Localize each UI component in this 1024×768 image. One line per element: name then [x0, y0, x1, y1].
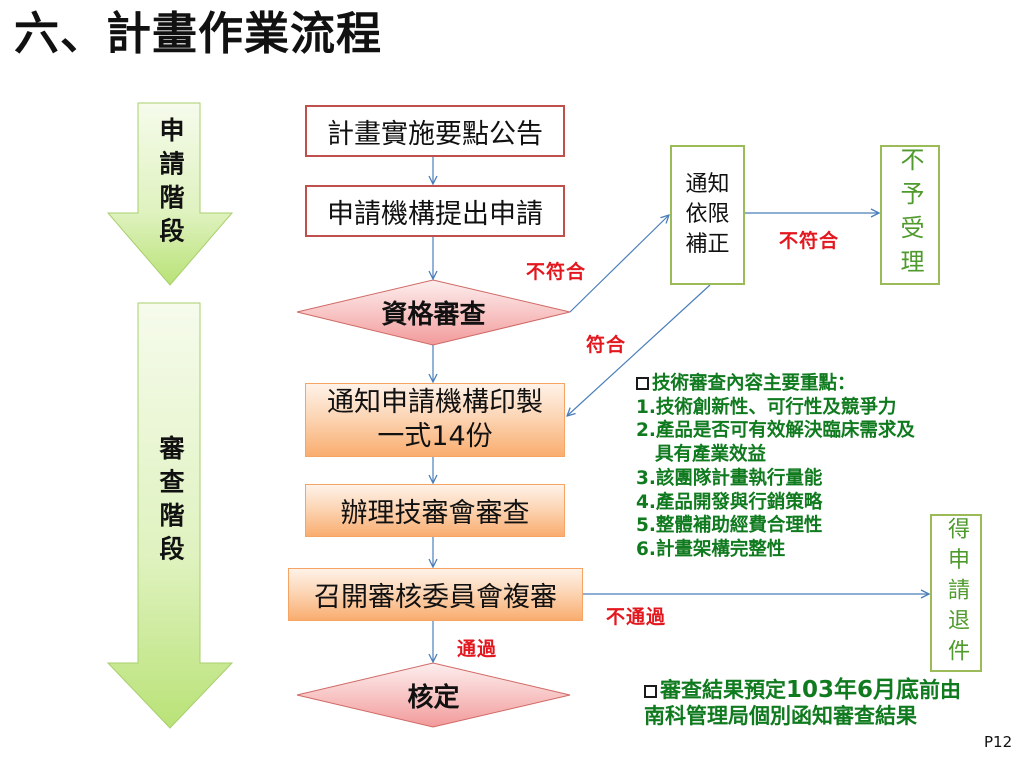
review-point-item-continuation: 具有產業效益 — [655, 444, 767, 466]
result-note-prefix: 審查結果預定 — [660, 678, 786, 702]
step-tech-review-label: 辦理技審會審查 — [340, 498, 530, 529]
approval-label: 核定 — [407, 682, 460, 713]
step-committee-review: 召開審核委員會複審 — [288, 568, 583, 621]
review-points-heading: 技術審查內容主要重點： — [652, 373, 856, 394]
review-point-item: 3.該團隊計畫執行量能 — [636, 467, 823, 489]
result-note: 審查結果預定103年6月底前由 南科管理局個別函知審查結果 — [644, 677, 961, 729]
page-title: 六、計畫作業流程 — [14, 7, 383, 60]
review-point-item: 5.整體補助經費合理性 — [636, 515, 823, 537]
square-bullet-icon — [636, 377, 649, 390]
square-bullet-icon — [644, 685, 657, 698]
review-point-item: 4.產品開發與行銷策略 — [636, 491, 823, 513]
phase-label-apply: 申請階段 — [156, 117, 185, 251]
page-number: P12 — [984, 733, 1013, 751]
result-note-date: 103年6月底 — [786, 677, 920, 703]
result-note-line-2: 南科管理局個別函知審查結果 — [644, 704, 917, 728]
step-announce-label: 計畫實施要點公告 — [327, 118, 543, 150]
notify-supplement-box: 通知 依限 補正 — [670, 145, 745, 285]
review-point-item: 2.產品是否可有效解決臨床需求及 — [636, 420, 915, 442]
step-print-notice: 通知申請機構印製 一式14份 — [305, 383, 565, 457]
notify-line-3: 補正 — [685, 232, 730, 257]
reject-box: 不予受理 — [880, 145, 940, 285]
review-points: 技術審查內容主要重點： 1.技術創新性、可行性及競爭力 2.產品是否可有效解決臨… — [636, 372, 915, 562]
reject-label: 不予受理 — [896, 147, 924, 283]
step-tech-review: 辦理技審會審查 — [305, 484, 565, 537]
review-point-item: 1.技術創新性、可行性及競爭力 — [636, 396, 897, 418]
edge-label-committee-fail: 不通過 — [606, 606, 667, 628]
result-note-line-1: 審查結果預定103年6月底前由 — [644, 677, 961, 703]
edge-label-supplement-fail: 不符合 — [779, 230, 840, 252]
phase-label-review: 審查階段 — [156, 435, 185, 569]
step-announce: 計畫實施要點公告 — [305, 105, 565, 157]
withdraw-box: 得申請退件 — [930, 514, 982, 672]
step-submit: 申請機構提出申請 — [305, 185, 565, 237]
step-print-notice-line-2: 一式14份 — [377, 421, 493, 452]
notify-line-1: 通知 — [685, 172, 730, 197]
edge-label-eligibility-pass: 符合 — [586, 334, 627, 356]
step-print-notice-line-1: 通知申請機構印製 — [327, 387, 543, 418]
withdraw-label: 得申請退件 — [944, 516, 969, 670]
step-committee-review-label: 召開審核委員會複審 — [314, 582, 557, 613]
edge-label-eligibility-fail: 不符合 — [526, 261, 587, 283]
review-points-heading-row: 技術審查內容主要重點： — [636, 372, 915, 396]
step-submit-label: 申請機構提出申請 — [327, 198, 543, 230]
result-note-suffix: 前由 — [919, 678, 962, 702]
review-point-item: 6.計畫架構完整性 — [636, 538, 786, 560]
notify-line-2: 依限 — [685, 202, 730, 227]
eligibility-check-label: 資格審查 — [381, 299, 486, 330]
edge-label-committee-pass: 通過 — [457, 638, 498, 660]
